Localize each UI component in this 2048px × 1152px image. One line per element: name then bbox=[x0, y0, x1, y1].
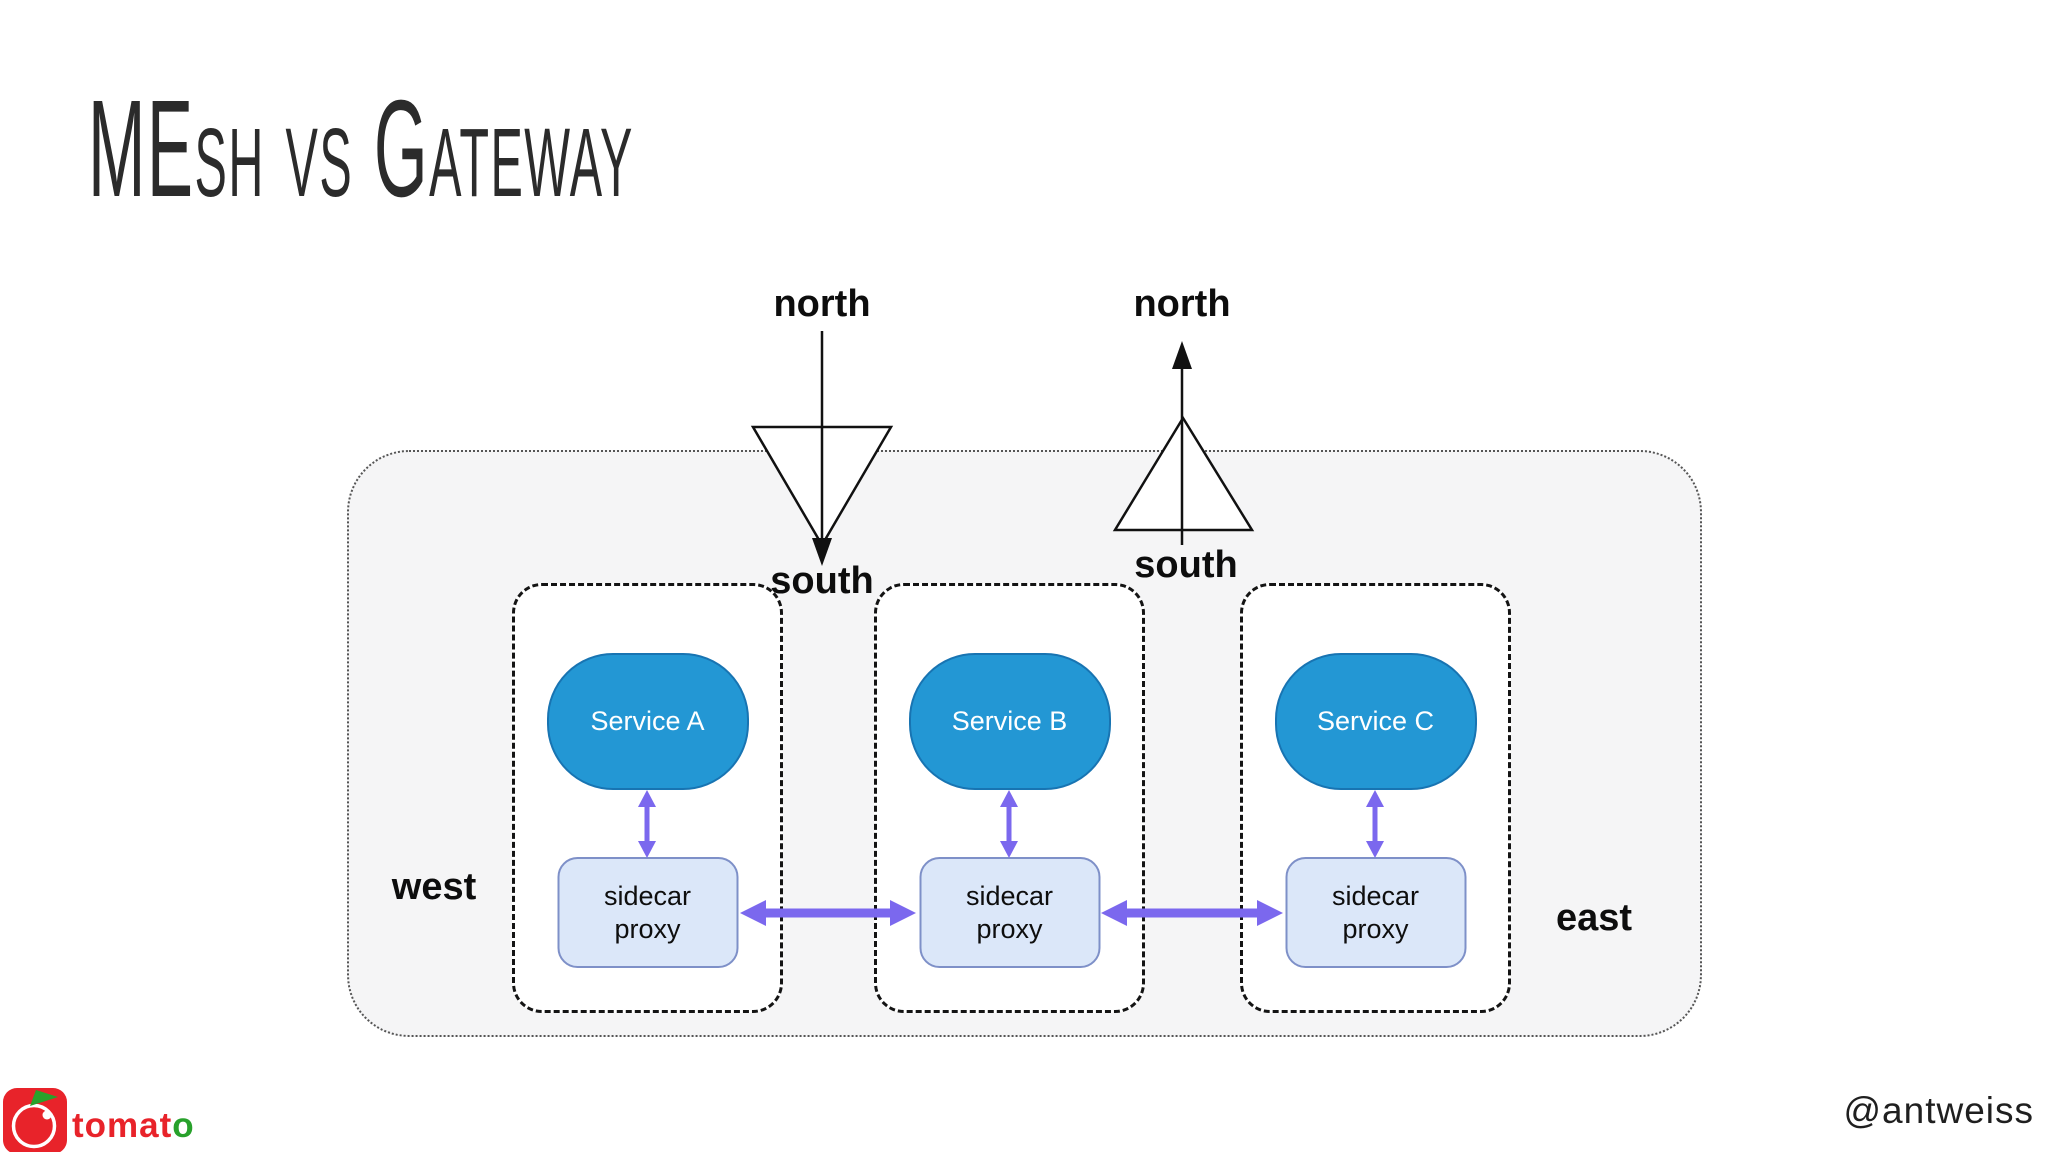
ingress-north-label: north bbox=[773, 283, 871, 325]
sidecar-proxy-a-node: sidecar proxy bbox=[557, 857, 738, 968]
sidecar-proxy-c-node: sidecar proxy bbox=[1285, 857, 1466, 968]
ingress-south-label: south bbox=[770, 560, 874, 602]
east-zone-label: east bbox=[1555, 897, 1633, 939]
egress-south-label: south bbox=[1134, 544, 1238, 586]
service-c-node: Service C bbox=[1274, 653, 1477, 790]
egress-arrowhead-up-icon bbox=[1172, 341, 1192, 369]
service-a-label: Service A bbox=[590, 706, 705, 736]
page-title: MEsh vs Gateway bbox=[88, 72, 634, 226]
brand-wordmark: tomato bbox=[72, 1106, 195, 1146]
egress-north-label: north bbox=[1133, 283, 1231, 325]
sidecar-proxy-a-label: sidecar proxy bbox=[603, 880, 692, 944]
service-cell-c: Service C sidecar proxy bbox=[1240, 583, 1511, 1013]
west-zone-label: west bbox=[391, 866, 477, 908]
sidecar-proxy-c-label: sidecar proxy bbox=[1331, 880, 1420, 944]
tomato-logo-icon bbox=[3, 1088, 67, 1152]
author-handle: @antweiss bbox=[1843, 1090, 2034, 1131]
brand-text-green: o bbox=[172, 1106, 195, 1145]
service-c-label: Service C bbox=[1316, 706, 1435, 736]
service-b-node: Service B bbox=[908, 653, 1111, 790]
service-b-label: Service B bbox=[951, 706, 1068, 736]
brand-text-red: tomat bbox=[72, 1106, 173, 1145]
sidecar-proxy-b-node: sidecar proxy bbox=[919, 857, 1100, 968]
service-cell-a: Service A sidecar proxy bbox=[512, 583, 783, 1013]
service-a-node: Service A bbox=[546, 653, 749, 790]
sidecar-proxy-b-label: sidecar proxy bbox=[965, 880, 1054, 944]
service-cell-b: Service B sidecar proxy bbox=[874, 583, 1145, 1013]
